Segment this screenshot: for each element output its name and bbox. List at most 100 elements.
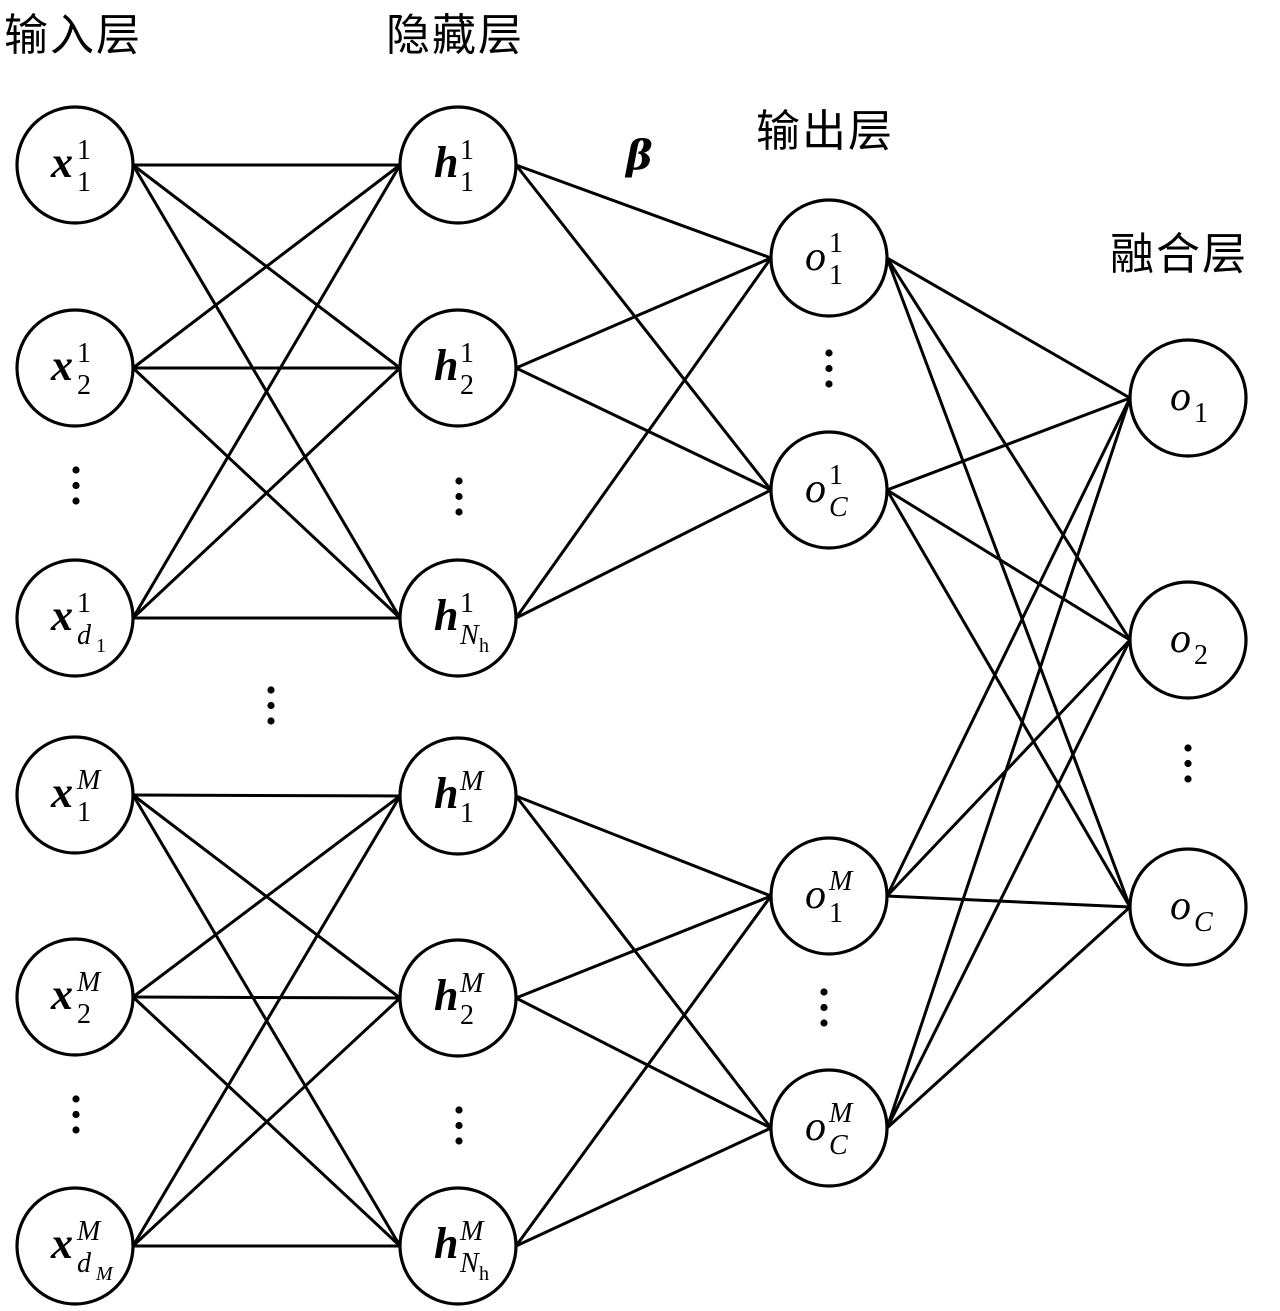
ellipsis-dot: [1184, 775, 1192, 783]
node-superscript: 1: [460, 338, 474, 369]
node-circle: [15, 308, 135, 428]
node-subscript: 1: [77, 797, 91, 828]
node-superscript: 1: [77, 135, 91, 166]
node-subscript: 1: [460, 167, 474, 198]
node-subscript: d: [77, 1248, 92, 1279]
edge-oC_1-o2: [886, 488, 1131, 642]
node-circle: [769, 430, 889, 550]
output-groupM-ellipsis: [820, 988, 828, 1027]
ellipsis-dot: [455, 1121, 463, 1130]
node-label: o: [805, 466, 826, 512]
ellipsis-dot: [72, 1126, 80, 1134]
ellipsis-dot: [1184, 759, 1192, 768]
ellipsis-dot: [455, 1137, 463, 1145]
node-label: h: [434, 1219, 458, 1268]
node-label: h: [434, 341, 458, 390]
ellipsis-dot: [825, 364, 833, 373]
edge-oC_1-o1: [886, 396, 1131, 492]
edge-h2_1-o1_1: [515, 256, 772, 370]
node-circle: [15, 735, 135, 855]
ellipsis-dot: [455, 508, 463, 516]
edge-hNh_1-oC_1: [515, 488, 772, 620]
ellipsis-dot: [267, 717, 275, 725]
hidden-groupM-ellipsis: [455, 1106, 463, 1145]
edge-h2_M-oC_M: [515, 996, 772, 1130]
node-label: x: [50, 341, 73, 390]
edge-o1_M-o2: [885, 638, 1132, 898]
node-label: x: [50, 970, 73, 1019]
hidden-layer-title: 隐藏层: [386, 10, 524, 61]
node-circle: [769, 836, 889, 956]
output-layer-title: 输出层: [756, 106, 894, 157]
edge-h1_M-o1_M: [515, 794, 772, 898]
node-circle: [15, 558, 135, 678]
node-circle: [15, 937, 135, 1057]
node-subscript: 1: [829, 898, 843, 929]
ellipsis-dot: [455, 492, 463, 501]
node-label: x: [50, 768, 73, 817]
node-superscript: M: [828, 866, 854, 897]
node-subscript: 2: [1194, 640, 1208, 671]
node-circle: [398, 558, 518, 678]
edge-xdM_M-h1_M: [131, 795, 402, 1247]
hidden-group1-ellipsis: [455, 477, 463, 516]
node-superscript: 1: [77, 338, 91, 369]
edge-o1_M-o1: [885, 397, 1132, 897]
edge-h1_1-oC_1: [514, 164, 773, 491]
edge-o1_M-oC: [886, 894, 1131, 909]
input-layer-title: 输入层: [4, 10, 142, 61]
fusion-layer-title: 融合层: [1110, 229, 1248, 280]
ellipsis-dot: [72, 1095, 80, 1103]
node-superscript: 1: [829, 460, 843, 491]
node-label: h: [434, 138, 458, 187]
node-subscript: C: [829, 1130, 848, 1161]
node-superscript: 1: [829, 228, 843, 259]
input-groupM-ellipsis: [72, 1095, 80, 1134]
node-label: o: [1170, 616, 1191, 662]
edge-oC_1-oC: [885, 489, 1132, 908]
node-label: o: [805, 872, 826, 918]
edge-xd1_1-h1_1: [131, 164, 402, 619]
edge-o1_1-o1: [886, 256, 1131, 400]
node-label: h: [434, 769, 458, 818]
node-label: h: [434, 971, 458, 1020]
node-circle: [398, 1186, 518, 1306]
node-circle: [398, 105, 518, 225]
node-superscript: M: [459, 968, 485, 999]
node-sub-subscript: h: [479, 1263, 489, 1285]
node-superscript: 1: [460, 135, 474, 166]
edge-hNh_M-oC_M: [515, 1126, 772, 1248]
edge-oC_M-o2: [885, 639, 1132, 1129]
node-label: o: [1170, 374, 1191, 420]
edge-h1_1-o1_1: [515, 163, 772, 260]
node-subscript: 1: [460, 798, 474, 829]
node-circle: [398, 308, 518, 428]
ellipsis-dot: [72, 466, 80, 474]
node-circle: [398, 938, 518, 1058]
node-subscript: 1: [829, 260, 843, 291]
ellipsis-dot: [455, 1106, 463, 1114]
ellipsis-dot: [72, 1110, 80, 1119]
edge-xdM_M-h2_M: [131, 996, 402, 1248]
edge-h2_M-o1_M: [515, 894, 772, 1000]
ellipsis-dot: [72, 497, 80, 505]
node-sub-subscript: 1: [96, 635, 106, 657]
node-superscript: M: [459, 1216, 485, 1247]
ellipsis-dot: [72, 481, 80, 490]
fusion-ellipsis: [1184, 744, 1192, 783]
edge-o1_1-o2: [885, 257, 1132, 641]
node-label: o: [805, 234, 826, 280]
node-label: o: [1170, 883, 1191, 929]
node-superscript: M: [459, 766, 485, 797]
edge-h1_M-oC_M: [514, 795, 773, 1129]
node-superscript: 1: [77, 588, 91, 619]
